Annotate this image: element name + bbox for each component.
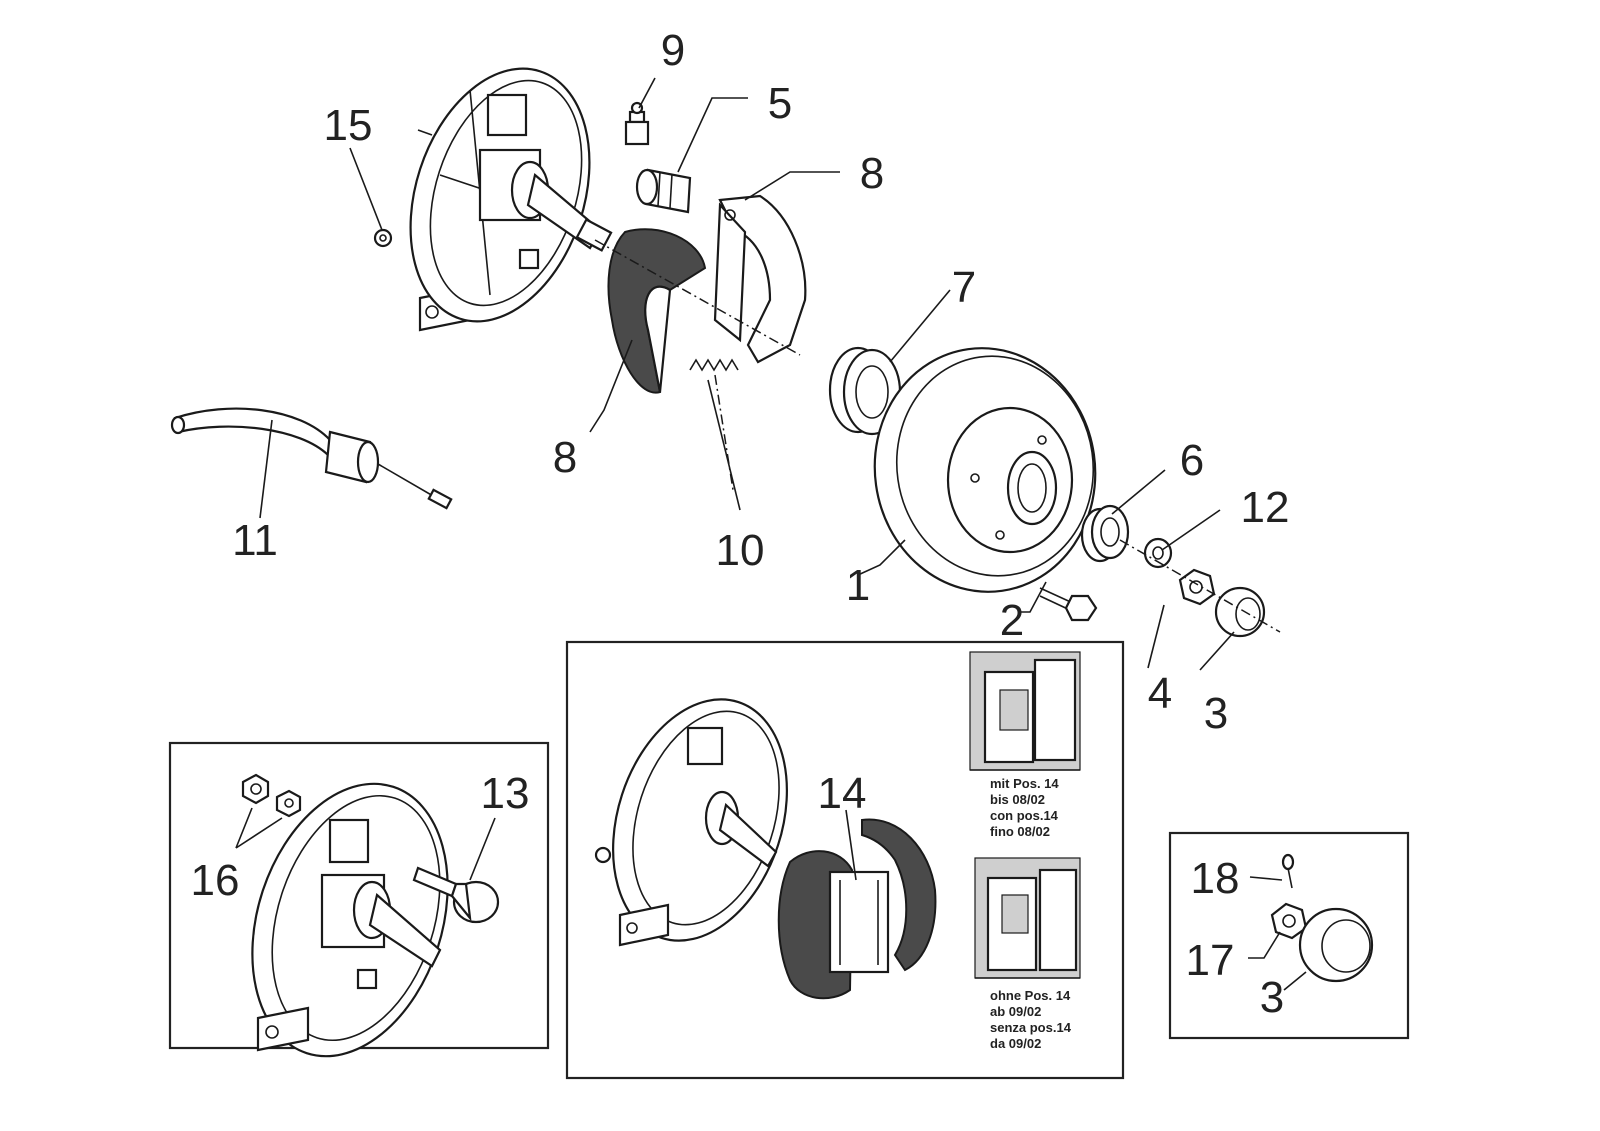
- callout-2: 2: [1000, 596, 1024, 645]
- callout-1: 1: [846, 561, 870, 610]
- callout-11: 11: [232, 516, 278, 565]
- part-4-castle-nut: [1178, 568, 1216, 606]
- part-11-brake-cable: [170, 407, 453, 510]
- note-with-line-3: con pos.14: [990, 808, 1059, 823]
- callout-10: 10: [716, 526, 765, 575]
- note-with-line-4: fino 08/02: [990, 824, 1050, 839]
- callout-3-inset: 3: [1260, 973, 1284, 1022]
- callout-5: 5: [768, 79, 792, 128]
- part-12-washer: [1143, 537, 1173, 569]
- leader-lines: [259, 77, 1235, 671]
- part-10-spring: [689, 358, 739, 372]
- note-with-line-1: mit Pos. 14: [990, 776, 1059, 791]
- callout-18: 18: [1191, 854, 1240, 903]
- callout-3-main: 3: [1204, 689, 1228, 738]
- note-without-line-3: senza pos.14: [990, 1020, 1072, 1035]
- callout-14: 14: [818, 769, 867, 818]
- part-8-brake-shoe: [713, 194, 807, 364]
- part-9-grease-nipple: [624, 101, 650, 146]
- part-1-brake-drum: [873, 347, 1097, 593]
- part-2-wheel-bolt: [1039, 587, 1098, 622]
- note-without-pos14: ohne Pos. 14 ab 09/02 senza pos.14 da 09…: [990, 988, 1072, 1051]
- callout-8-bottom: 8: [553, 433, 577, 482]
- part-15-nut: [373, 228, 393, 248]
- note-without-line-1: ohne Pos. 14: [990, 988, 1071, 1003]
- note-with-pos14: mit Pos. 14 bis 08/02 con pos.14 fino 08…: [990, 776, 1059, 839]
- callout-12: 12: [1241, 483, 1290, 532]
- callout-8-top: 8: [860, 149, 884, 198]
- callout-15: 15: [324, 101, 373, 150]
- backing-plate: [409, 67, 613, 332]
- axis-centerline: [594, 239, 1281, 633]
- note-without-line-4: da 09/02: [990, 1036, 1041, 1051]
- part-6-bearing: [1080, 504, 1130, 563]
- callout-4: 4: [1148, 669, 1172, 718]
- inset-box-right: [1168, 831, 1410, 1040]
- callout-6: 6: [1180, 436, 1204, 485]
- callout-9: 9: [661, 26, 685, 75]
- callout-13: 13: [481, 769, 530, 818]
- note-with-line-2: bis 08/02: [990, 792, 1045, 807]
- note-without-line-2: ab 09/02: [990, 1004, 1041, 1019]
- inset-box-left: [168, 741, 550, 1058]
- callout-16: 16: [191, 856, 240, 905]
- callout-17: 17: [1186, 936, 1235, 985]
- part-5-bushing: [635, 168, 692, 214]
- part-3-hub-cap: [1214, 586, 1266, 638]
- part-8-brake-shoe-lining: [607, 228, 707, 394]
- inset-box-middle: [565, 640, 1125, 1080]
- callout-7: 7: [952, 263, 976, 312]
